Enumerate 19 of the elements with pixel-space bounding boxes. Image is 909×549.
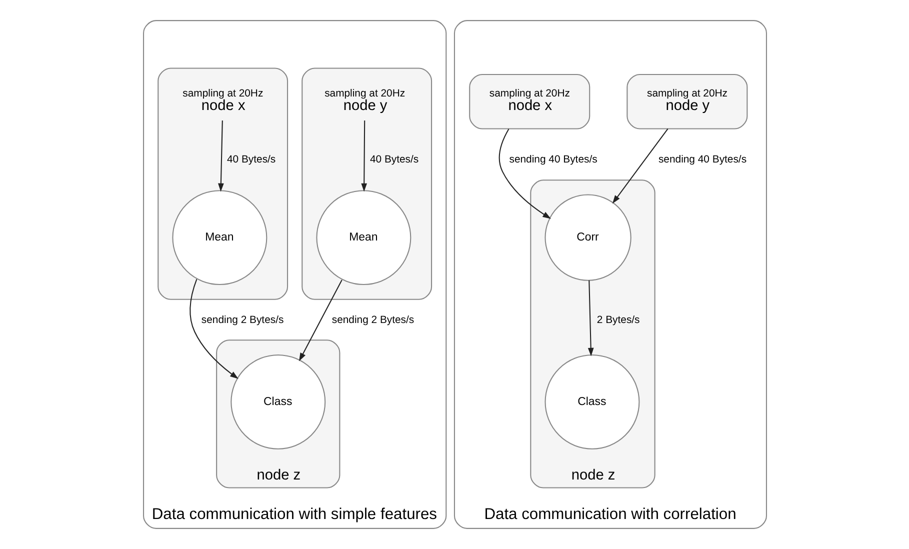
- node-circle: Mean: [316, 190, 411, 286]
- node-box: sampling at 20Hz node x: [468, 74, 590, 130]
- edge-label: sending 2 Bytes/s: [331, 314, 414, 326]
- arrow: [218, 120, 224, 192]
- edge-label: sending 40 Bytes/s: [658, 154, 746, 166]
- arrow: [498, 128, 551, 219]
- node-circle: Class: [544, 354, 640, 450]
- edge-label: sending 2 Bytes/s: [200, 314, 284, 326]
- node-box: sampling at 20Hz node y: [626, 74, 748, 130]
- arrow: [612, 128, 668, 204]
- arrow: [189, 278, 238, 379]
- edge-label: 40 Bytes/s: [369, 154, 418, 166]
- arrow: [360, 120, 367, 192]
- arrow: [587, 280, 594, 356]
- edge-label: 40 Bytes/s: [226, 154, 276, 166]
- node-circle: Mean: [172, 190, 267, 286]
- arrow: [298, 280, 342, 362]
- edge-label: 2 Bytes/s: [596, 314, 640, 326]
- edge-label: sending 40 Bytes/s: [508, 154, 597, 166]
